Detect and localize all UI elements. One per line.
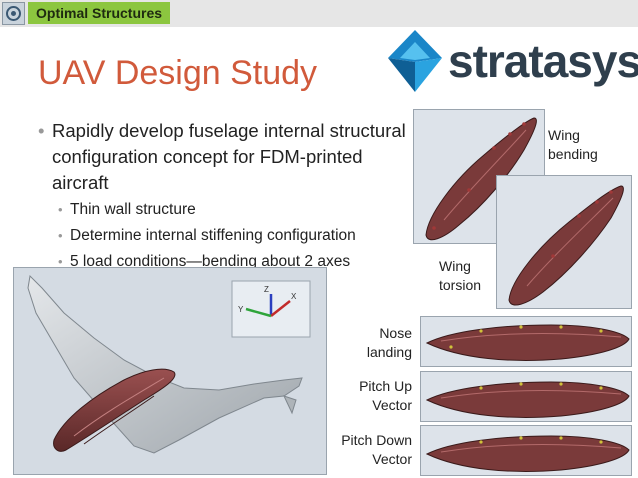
pitch-up-label-line1: Pitch Up — [359, 378, 412, 394]
wing-torsion-label-line2: torsion — [439, 277, 482, 293]
sub-bullet-text: Determine internal stiffening configurat… — [70, 227, 356, 244]
bullet-dot-icon: • — [58, 254, 63, 269]
pitch-down-view — [420, 425, 632, 476]
nose-landing-label: Nose landing — [340, 324, 412, 362]
wing-bending-label: Wing bending — [548, 126, 598, 164]
sub-bullet: • Determine internal stiffening configur… — [58, 224, 408, 248]
fuselage-pitch-down-image — [425, 435, 630, 472]
fuselage-nose-landing-image — [425, 324, 630, 361]
company-logo-icon — [2, 2, 25, 25]
main-bullet: • Rapidly develop fuselage internal stru… — [38, 118, 408, 196]
uav-aircraft-image: Z X Y — [27, 274, 311, 454]
pitch-down-label-line2: Vector — [372, 451, 412, 467]
pitch-up-label: Pitch Up Vector — [330, 377, 412, 415]
top-bar: Optimal Structures — [0, 0, 638, 27]
pitch-down-label-line1: Pitch Down — [341, 432, 412, 448]
wing-torsion-label: Wing torsion — [439, 257, 481, 295]
sub-bullet: • Thin wall structure — [58, 198, 408, 222]
bullet-list: • Rapidly develop fuselage internal stru… — [38, 118, 408, 274]
nose-landing-label-line2: landing — [366, 344, 412, 360]
wing-bending-label-line1: Wing — [548, 127, 580, 143]
company-name: Optimal Structures — [28, 2, 171, 24]
uav-render-panel: Z X Y — [13, 267, 327, 475]
sub-bullet-text: Thin wall structure — [70, 201, 196, 218]
stratasys-diamond-icon — [388, 30, 442, 92]
wing-bending-label-line2: bending — [548, 146, 598, 162]
sub-bullet-text: 5 load conditions—bending about 2 axes — [70, 253, 351, 270]
nose-landing-label-line1: Nose — [379, 325, 412, 341]
fuselage-bending-image — [425, 117, 537, 241]
fuselage-pitch-up-image — [425, 381, 630, 418]
stratasys-wordmark: stratasys — [448, 35, 638, 87]
wing-torsion-view — [496, 175, 632, 309]
pitch-up-label-line2: Vector — [372, 397, 412, 413]
stratasys-logo: stratasys — [384, 26, 638, 96]
nose-landing-view — [420, 316, 632, 367]
main-bullet-text: Rapidly develop fuselage internal struct… — [52, 120, 406, 193]
axis-x-label: X — [291, 292, 297, 301]
sub-bullet: • 5 load conditions—bending about 2 axes — [58, 250, 408, 274]
bullet-dot-icon: • — [38, 120, 45, 141]
axis-y-label: Y — [238, 305, 244, 314]
fuselage-torsion-image — [508, 185, 624, 306]
bullet-dot-icon: • — [58, 202, 63, 217]
pitch-up-view — [420, 371, 632, 422]
slide-title: UAV Design Study — [38, 54, 318, 92]
bullet-dot-icon: • — [58, 228, 63, 243]
pitch-down-label: Pitch Down Vector — [318, 431, 412, 469]
wing-torsion-label-line1: Wing — [439, 258, 471, 274]
axis-z-label: Z — [264, 285, 269, 294]
